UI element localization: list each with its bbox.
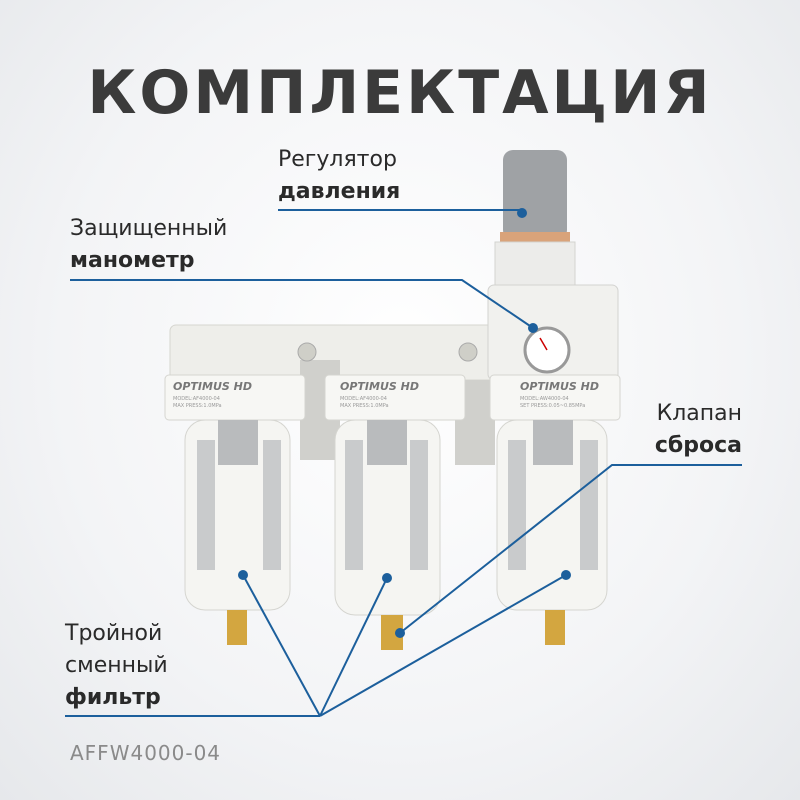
valve-label-line1: Клапан	[656, 401, 742, 426]
regulator-knob	[503, 150, 567, 240]
callout-dots	[238, 208, 571, 638]
svg-text:SET PRESS:0.05~0.85MPa: SET PRESS:0.05~0.85MPa	[520, 403, 585, 409]
callout-lines	[65, 209, 742, 717]
filter-unit-2: OPTIMUS HD MODEL:AF4000-04 MAX PRESS:1.0…	[324, 374, 466, 650]
filter-unit-1: OPTIMUS HD MODEL:AF4000-04 MAX PRESS:1.0…	[164, 374, 306, 645]
valve-callout-line	[399, 464, 742, 634]
filter-label: Тройной сменный фильтр	[65, 618, 168, 714]
filter-label-line2: сменный	[65, 653, 168, 678]
regulator-label-line1: Регулятор	[278, 147, 397, 172]
svg-text:MAX PRESS:1.0MPa: MAX PRESS:1.0MPa	[340, 403, 389, 409]
gauge-callout-line	[70, 279, 534, 329]
svg-text:MODEL:AF4000-04: MODEL:AF4000-04	[340, 396, 387, 402]
gauge-label-line1: Защищенный	[70, 216, 228, 241]
model-code: AFFW4000-04	[70, 741, 222, 765]
valve-label-line2: сброса	[654, 433, 742, 458]
regulator-label-line2: давления	[278, 179, 401, 204]
valve-label: Клапан сброса	[636, 398, 742, 462]
gauge-label: Защищенный манометр	[70, 213, 227, 277]
svg-text:OPTIMUS HD: OPTIMUS HD	[520, 380, 599, 393]
filter-label-line3: фильтр	[65, 685, 161, 710]
screw-icon	[458, 342, 478, 362]
svg-text:MAX PRESS:1.0MPa: MAX PRESS:1.0MPa	[173, 403, 222, 409]
svg-text:MODEL:AW4000-04: MODEL:AW4000-04	[520, 396, 569, 402]
page-title: КОМПЛЕКТАЦИЯ	[87, 58, 713, 128]
regulator-filter-unit: OPTIMUS HD MODEL:AW4000-04 SET PRESS:0.0…	[489, 374, 621, 645]
svg-text:OPTIMUS HD: OPTIMUS HD	[340, 380, 419, 393]
filter-label-line1: Тройной	[65, 621, 163, 646]
svg-text:OPTIMUS HD: OPTIMUS HD	[173, 380, 252, 393]
gauge-label-line2: манометр	[70, 248, 195, 273]
regulator-label: Регулятор давления	[278, 144, 400, 208]
svg-text:MODEL:AF4000-04: MODEL:AF4000-04	[173, 396, 220, 402]
screw-icon	[297, 342, 317, 362]
